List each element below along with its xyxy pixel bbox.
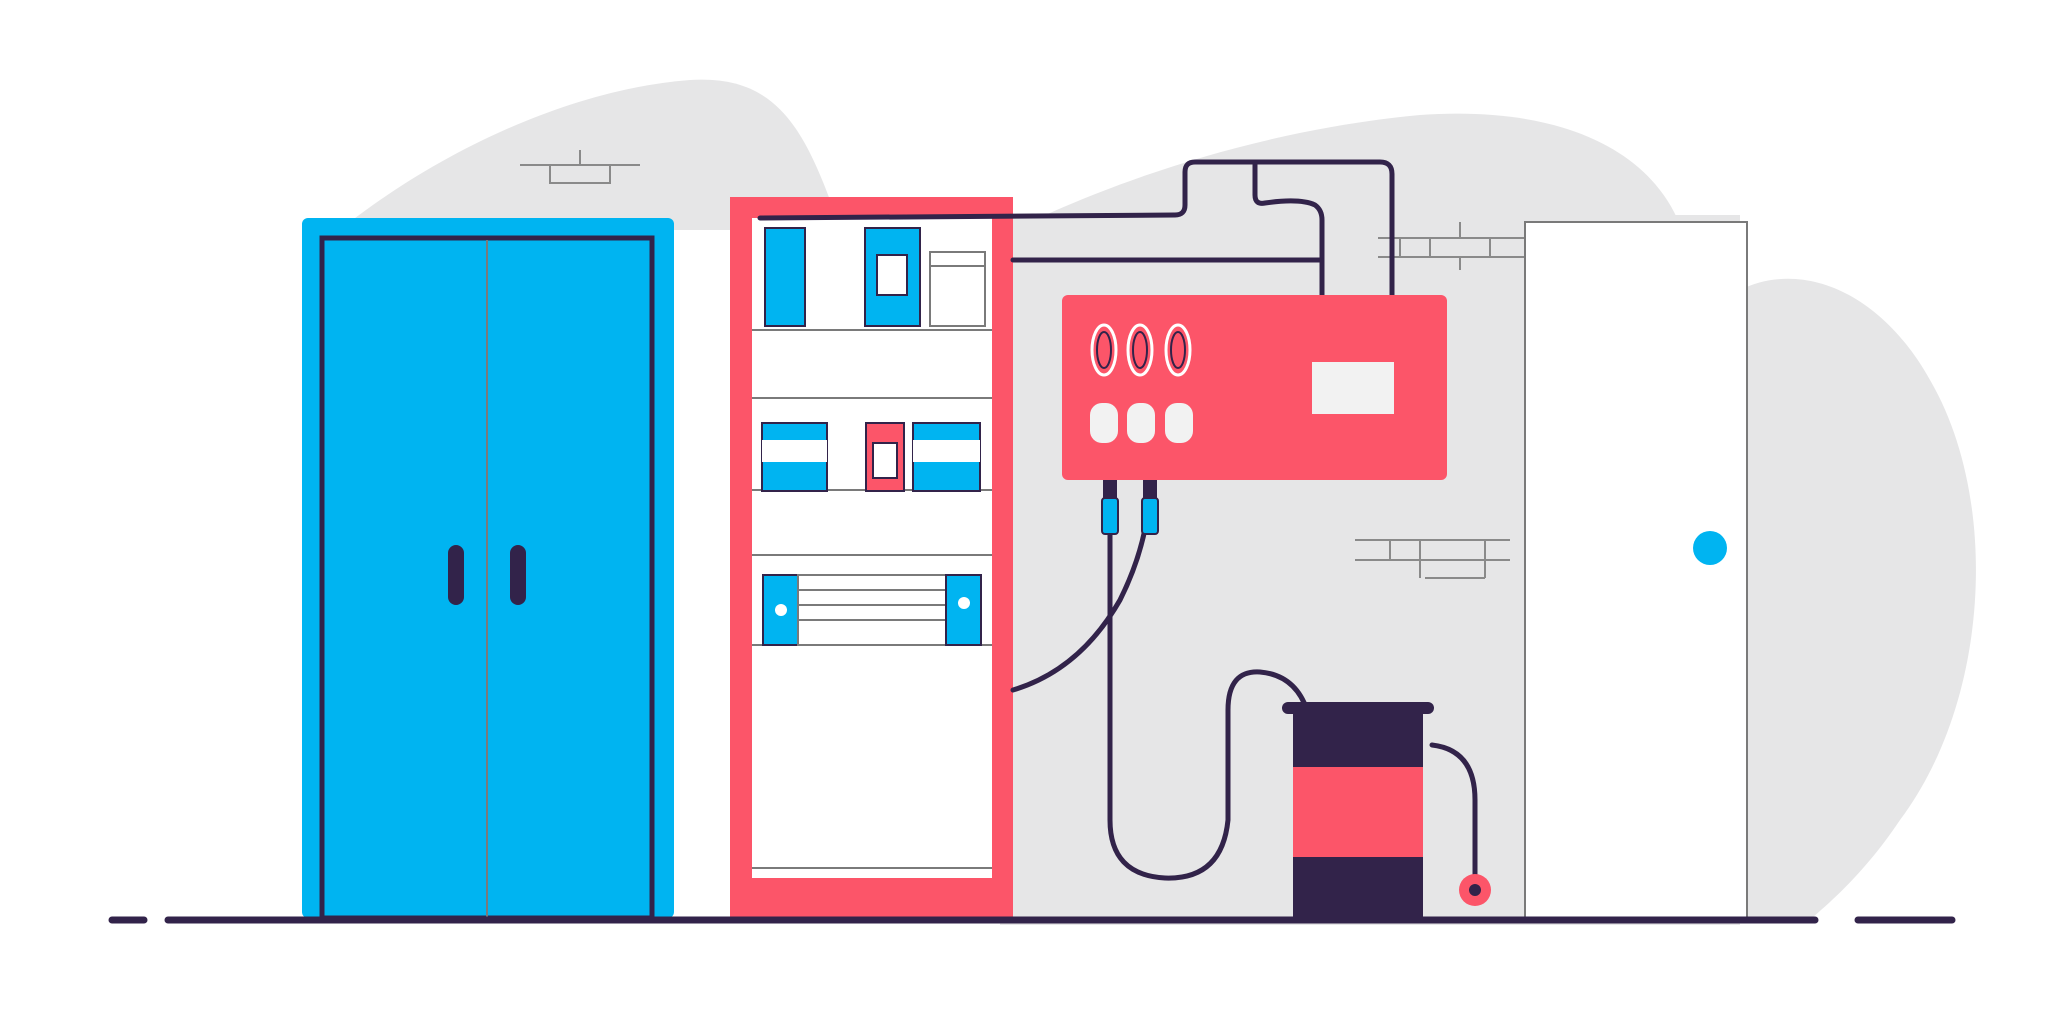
backdrop-far-right-blob — [1740, 278, 1976, 920]
red-electrical-panel-cabinet — [730, 197, 1013, 917]
control-box-body — [1062, 295, 1447, 480]
dark-red-striped-tank — [1282, 702, 1491, 920]
tank-middle-band — [1293, 767, 1423, 857]
tank-bottom-band — [1293, 857, 1423, 920]
red-wall-control-box — [1062, 295, 1447, 535]
control-box-buttons — [1090, 403, 1193, 443]
door-knob — [1693, 531, 1727, 565]
breaker-blue-dot-right — [945, 574, 982, 646]
blue-double-door-cabinet — [302, 218, 674, 921]
connector-right — [1141, 497, 1159, 535]
white-door — [1524, 221, 1748, 921]
backdrop-left-blob — [350, 79, 840, 230]
cabinet-handle-left — [448, 545, 464, 605]
breaker-white-box — [929, 251, 986, 327]
connector-left — [1101, 497, 1119, 535]
brick-decorations — [520, 150, 1530, 579]
breaker-white-slats — [797, 574, 947, 646]
panel-cabinet-inner — [752, 218, 992, 878]
tank-lid — [1282, 702, 1434, 714]
breaker-blue-tall — [764, 227, 806, 327]
tank-top-band — [1293, 712, 1423, 767]
backdrop-right-blob — [1030, 113, 1680, 225]
cabinet-handle-right — [510, 545, 526, 605]
control-box-display — [1312, 362, 1394, 414]
door-panel — [1524, 221, 1748, 921]
